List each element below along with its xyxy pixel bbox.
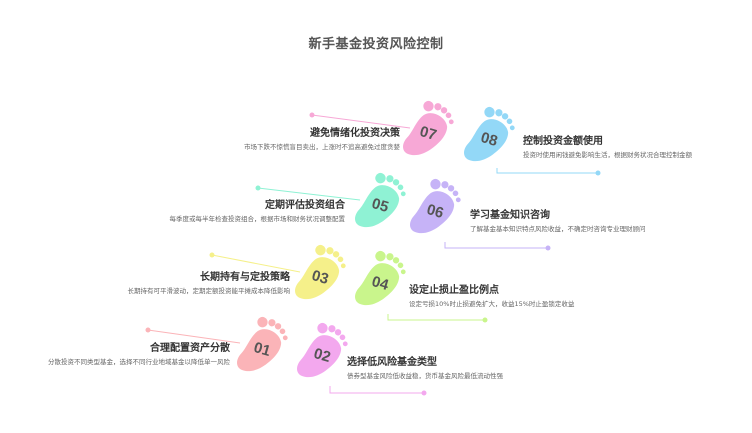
step-03-label: 长期持有与定投策略 长期持有可平滑波动，定期定额投资能平摊成本降低影响 <box>90 271 291 296</box>
step-05-label: 定期评估投资组合 每季度或每半年检查投资组合，根据市场和财务状况调整配置 <box>145 199 346 224</box>
step-02-footprint-icon: 02 <box>297 322 348 378</box>
step-06-connector <box>444 242 548 249</box>
step-07-heading: 避免情绪化投资决策 <box>310 128 400 139</box>
step-08-number: 08 <box>479 129 500 150</box>
step-01-footprint-icon: 01 <box>237 316 288 372</box>
step-01-heading: 合理配置资产分散 <box>150 343 230 354</box>
step-07-number: 07 <box>418 123 439 144</box>
step-06-heading: 学习基金知识咨询 <box>470 210 550 221</box>
step-04-footprint-icon: 04 <box>355 250 406 306</box>
step-05-number: 05 <box>370 195 391 216</box>
step-07-connector-dot <box>309 112 315 118</box>
step-03-footprint-icon: 03 <box>295 244 346 300</box>
step-04-description: 设定亏损10%时止损避免扩大，收益15%时止盈锁定收益 <box>409 300 575 308</box>
step-05-connector <box>257 187 361 201</box>
step-06-label: 学习基金知识咨询 了解基金基本知识特点风险收益，不确定时咨询专业理财顾问 <box>470 209 675 234</box>
step-07-label: 避免情绪化投资决策 市场下跌不惊慌盲目卖出，上涨时不追高避免过度贪婪 <box>200 127 400 152</box>
step-07-footprint-icon: 07 <box>403 100 454 156</box>
step-05-heading: 定期评估投资组合 <box>265 200 345 211</box>
step-02-connector <box>329 386 424 394</box>
step-05-footprint-icon: 05 <box>355 172 406 228</box>
step-02-description: 债券型基金风险低收益稳，货币基金风险最低流动性强 <box>347 372 503 380</box>
step-08-label: 控制投资金额使用 投资时使用闲钱避免影响生活，根据财务状况合理控制金额 <box>523 135 728 160</box>
step-04-heading: 设定止损止盈比例点 <box>409 285 499 296</box>
step-06-number: 06 <box>425 201 446 222</box>
step-06-description: 了解基金基本知识特点风险收益，不确定时咨询专业理财顾问 <box>470 225 646 233</box>
step-08-connector <box>496 168 598 174</box>
step-03-heading: 长期持有与定投策略 <box>200 272 290 283</box>
step-03-number: 03 <box>310 267 331 288</box>
step-05-description: 每季度或每半年检查投资组合，根据市场和财务状况调整配置 <box>169 215 346 223</box>
step-04-connector-dot <box>482 317 488 323</box>
step-01-connector <box>147 329 241 344</box>
step-02-number: 02 <box>312 345 333 366</box>
step-04-label: 设定止损止盈比例点 设定亏损10%时止损避免扩大，收益15%时止盈锁定收益 <box>409 284 614 309</box>
step-02-connector-dot <box>421 390 427 396</box>
diagram-title: 新手基金投资风险控制 <box>308 37 444 52</box>
step-08-heading: 控制投资金额使用 <box>523 136 603 147</box>
step-01-connector-dot <box>145 327 151 333</box>
step-08-description: 投资时使用闲钱避免影响生活，根据财务状况合理控制金额 <box>523 151 692 159</box>
step-06-footprint-icon: 06 <box>410 178 461 234</box>
step-03-description: 长期持有可平滑波动，定期定额投资能平摊成本降低影响 <box>127 287 291 295</box>
step-07-connector <box>311 114 411 129</box>
step-03-connector-dot <box>209 252 215 258</box>
step-01-description: 分散投资不同类型基金，选择不同行业地域基金以降低单一风险 <box>48 358 230 366</box>
step-02-label: 选择低风险基金类型 债券型基金风险低收益稳，货币基金风险最低流动性强 <box>347 356 552 381</box>
step-04-connector <box>387 314 485 321</box>
step-08-connector-dot <box>595 170 601 176</box>
step-01-label: 合理配置资产分散 分散投资不同类型基金，选择不同行业地域基金以降低单一风险 <box>30 342 230 367</box>
step-05-connector-dot <box>255 185 261 191</box>
step-07-description: 市场下跌不惊慌盲目卖出，上涨时不追高避免过度贪婪 <box>244 143 400 151</box>
step-02-heading: 选择低风险基金类型 <box>347 357 437 368</box>
step-08-footprint-icon: 08 <box>464 106 515 162</box>
step-01-number: 01 <box>252 339 273 360</box>
step-03-connector <box>211 254 301 273</box>
step-06-connector-dot <box>545 245 551 251</box>
step-04-number: 04 <box>370 273 391 294</box>
